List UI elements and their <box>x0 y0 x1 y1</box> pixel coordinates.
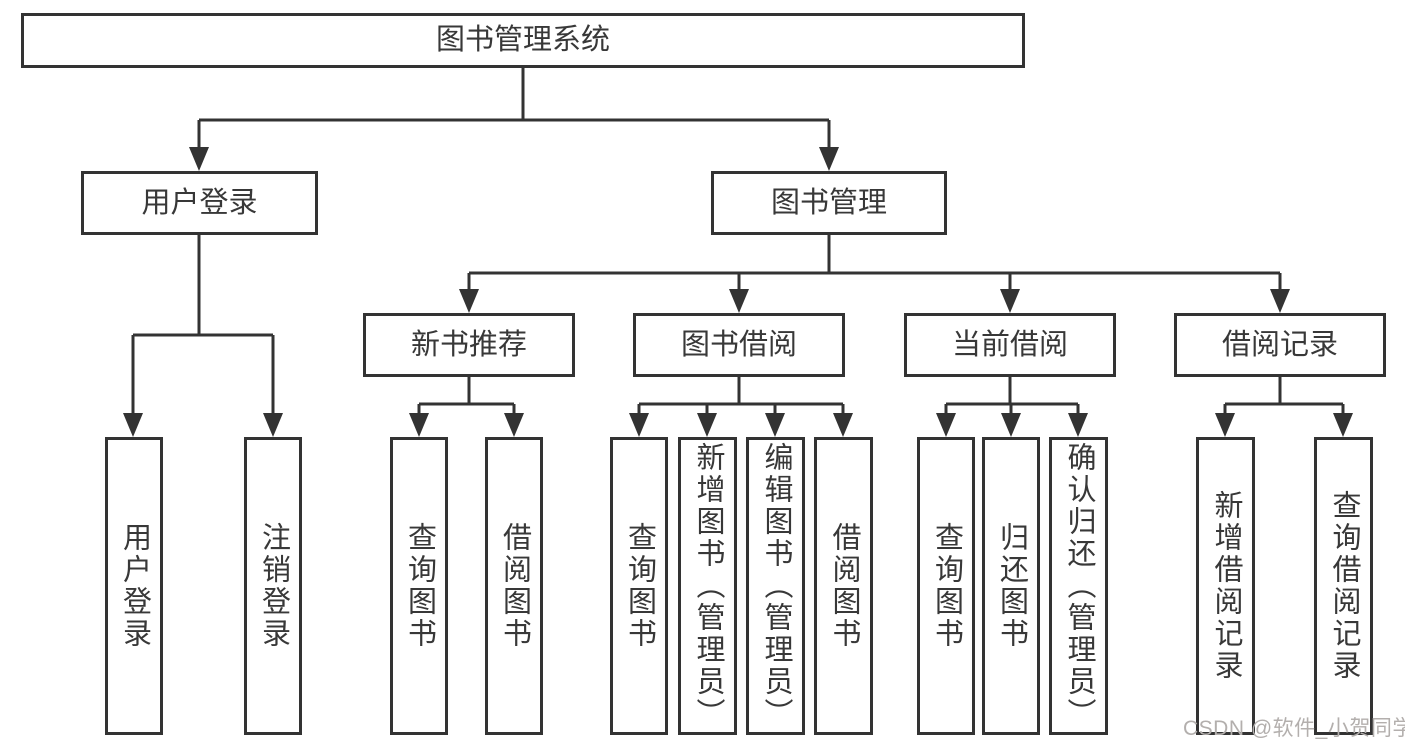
leaf-query-book-borrow: 查询图书 <box>610 437 668 735</box>
arrow-heads <box>123 147 1353 437</box>
leaf-add-borrow-record: 新增借阅记录 <box>1196 437 1255 735</box>
leaf-query-book-current-label: 查询图书 <box>930 522 963 650</box>
leaf-return-book: 归还图书 <box>982 437 1040 735</box>
leaf-logout-login: 注销登录 <box>244 437 302 735</box>
leaf-logout-login-label: 注销登录 <box>257 522 290 650</box>
leaf-query-book-recommend: 查询图书 <box>390 437 448 735</box>
leaf-query-borrow-record: 查询借阅记录 <box>1314 437 1373 735</box>
node-borrow-record-label: 借阅记录 <box>1221 328 1338 361</box>
leaf-edit-book-admin: 编辑图书（管理员） <box>746 437 805 735</box>
leaf-query-book-recommend-label: 查询图书 <box>403 522 436 650</box>
node-current-borrow: 当前借阅 <box>904 313 1116 377</box>
leaf-user-login-label: 用户登录 <box>118 522 151 650</box>
leaf-add-book-admin-label: 新增图书（管理员） <box>692 442 724 730</box>
leaf-confirm-return-admin-label: 确认归还（管理员） <box>1063 442 1095 730</box>
node-user-login-label: 用户登录 <box>141 186 258 219</box>
watermark-text: CSDN @软件_小贺同学 <box>1183 717 1405 740</box>
node-book-borrow-label: 图书借阅 <box>680 328 797 361</box>
leaf-borrow-book-label: 借阅图书 <box>828 522 860 650</box>
node-book-borrow: 图书借阅 <box>633 313 845 377</box>
leaf-query-borrow-record-label: 查询借阅记录 <box>1328 490 1360 682</box>
node-new-book-recommend-label: 新书推荐 <box>410 328 527 361</box>
node-new-book-recommend: 新书推荐 <box>363 313 575 377</box>
leaf-return-book-label: 归还图书 <box>995 522 1028 650</box>
leaf-query-book-borrow-label: 查询图书 <box>623 522 656 650</box>
tree-edges <box>131 68 1345 425</box>
leaf-query-book-current: 查询图书 <box>917 437 975 735</box>
node-root: 图书管理系统 <box>21 13 1025 68</box>
node-book-management: 图书管理 <box>711 171 947 235</box>
leaf-confirm-return-admin: 确认归还（管理员） <box>1049 437 1108 735</box>
node-borrow-record: 借阅记录 <box>1174 313 1386 377</box>
leaf-borrow-book-recommend: 借阅图书 <box>485 437 543 735</box>
leaf-user-login: 用户登录 <box>105 437 163 735</box>
node-user-login: 用户登录 <box>81 171 318 235</box>
leaf-edit-book-admin-label: 编辑图书（管理员） <box>760 442 792 730</box>
leaf-borrow-book-recommend-label: 借阅图书 <box>498 522 531 650</box>
node-current-borrow-label: 当前借阅 <box>951 328 1068 361</box>
node-book-management-label: 图书管理 <box>770 186 887 219</box>
leaf-add-borrow-record-label: 新增借阅记录 <box>1210 490 1242 682</box>
leaf-borrow-book: 借阅图书 <box>814 437 873 735</box>
leaf-add-book-admin: 新增图书（管理员） <box>678 437 737 735</box>
node-root-label: 图书管理系统 <box>435 24 610 56</box>
